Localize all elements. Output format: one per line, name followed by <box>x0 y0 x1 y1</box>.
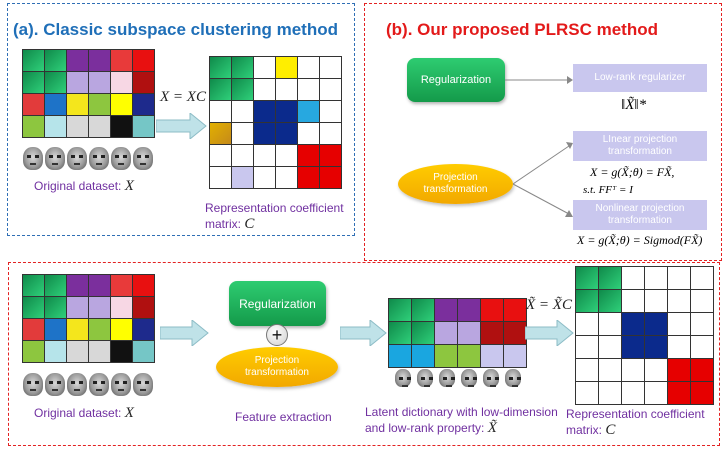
face-image <box>45 373 65 396</box>
feature-extraction-label: Feature extraction <box>235 410 332 424</box>
arrow-reg-to-lowrank <box>505 76 573 84</box>
arrows-projection-b <box>513 142 573 217</box>
coef-label-a: Representation coefficient matrix: C <box>205 201 344 232</box>
face-image <box>89 147 109 170</box>
coef-matrix-a <box>209 56 342 189</box>
original-dataset-label-a: Original dataset: X <box>34 178 134 194</box>
face-image <box>483 369 499 387</box>
regularization-box-b: Regularization <box>407 58 505 102</box>
linear-projection-box: LInear projection transformation <box>573 131 707 161</box>
face-image <box>67 147 87 170</box>
face-image <box>133 373 153 396</box>
low-rank-formula: ‖X̃‖* <box>621 97 647 113</box>
face-image <box>89 373 109 396</box>
regularization-box-c: Regularization <box>229 281 326 326</box>
panel-b-frame <box>364 3 722 261</box>
arrow-c-3 <box>525 320 574 346</box>
equation-x-xc: X = XC <box>160 89 206 105</box>
linear-formula-1: X = g(X̃;θ) = FX̃, <box>590 165 675 179</box>
face-image <box>439 369 455 387</box>
coef-label-c: Representation coefficient matrix: C <box>566 407 705 438</box>
nonlinear-projection-box: Nonlinear projection transformation <box>573 200 707 230</box>
plus-circle: + <box>266 324 288 346</box>
latent-dictionary-label: Latent dictionary with low-dimension and… <box>365 405 558 436</box>
dataset-matrix-c <box>22 274 155 363</box>
face-image <box>23 373 43 396</box>
face-image <box>417 369 433 387</box>
latent-dictionary-matrix <box>388 298 527 368</box>
projection-ellipse-b: Projection transformation <box>398 164 513 204</box>
nonlinear-formula: X = g(X̃;θ) = Sigmod(FX̃) <box>577 233 703 247</box>
arrow-c-2 <box>340 320 387 346</box>
face-strip-c <box>23 373 153 396</box>
face-image <box>461 369 477 387</box>
low-rank-regularizer-box: Low-rank regularizer <box>573 64 707 92</box>
face-image <box>505 369 521 387</box>
face-image <box>45 147 65 170</box>
panel-a-frame <box>7 3 355 236</box>
panel-b-title: (b). Our proposed PLRSC method <box>386 20 658 39</box>
original-dataset-label-c: Original dataset: X <box>34 405 134 421</box>
equation-xt-xtc: X̃ = X̃C <box>526 297 572 313</box>
arrow-a <box>156 113 207 139</box>
projection-ellipse-c: Projection transformation <box>216 347 338 387</box>
face-image <box>67 373 87 396</box>
arrow-c-1 <box>160 320 209 346</box>
panel-a-title: (a). Classic subspace clustering method <box>13 20 338 39</box>
coef-matrix-c <box>575 266 714 405</box>
face-strip-latent <box>395 369 521 387</box>
panel-c-frame <box>8 262 720 446</box>
face-image <box>111 147 131 170</box>
face-image <box>23 147 43 170</box>
face-image <box>111 373 131 396</box>
face-strip-a <box>23 147 153 170</box>
face-image <box>395 369 411 387</box>
dataset-matrix-a <box>22 49 155 138</box>
linear-formula-2: s.t. FFᵀ = I <box>583 184 633 196</box>
plus-sign: + <box>271 325 283 345</box>
face-image <box>133 147 153 170</box>
